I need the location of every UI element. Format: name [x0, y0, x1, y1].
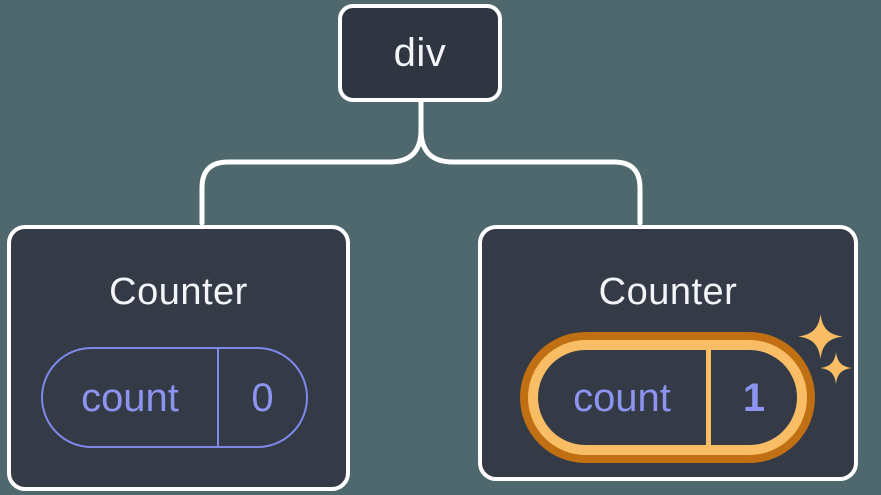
root-node-div: div: [338, 4, 502, 102]
highlight-ring: count 1: [520, 332, 815, 463]
state-value: 0: [251, 375, 274, 420]
component-title: Counter: [109, 271, 248, 313]
state-value: 1: [742, 375, 766, 420]
state-key-label: count: [81, 375, 179, 420]
component-title: Counter: [598, 271, 738, 313]
connector-right-branch: [418, 98, 643, 226]
pill-divider: [217, 349, 219, 446]
state-key-label: count: [573, 375, 671, 420]
root-node-label: div: [393, 31, 447, 75]
highlight-ring-inner: count 1: [528, 340, 807, 455]
state-pill: count 0: [41, 347, 308, 448]
pill-divider: [706, 350, 711, 445]
state-pill-highlighted: count 1: [538, 350, 797, 445]
counter-card-right: Counter count 1: [478, 225, 858, 481]
connector-left-branch: [199, 98, 424, 226]
counter-card-left: Counter count 0: [7, 225, 350, 491]
